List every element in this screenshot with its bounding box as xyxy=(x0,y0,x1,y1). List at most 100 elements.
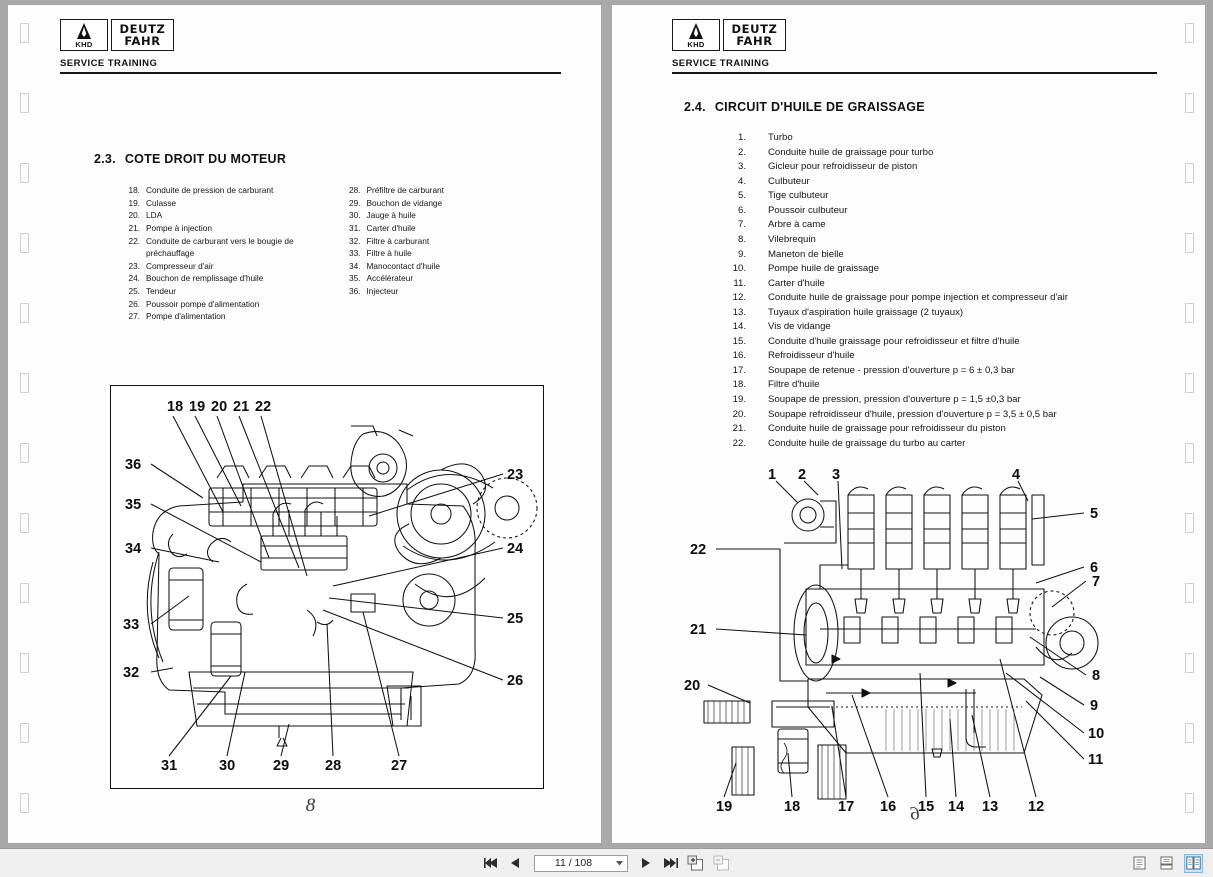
callout-22: 22 xyxy=(690,542,706,558)
khd-mountain-icon xyxy=(77,23,91,39)
item-number: 5. xyxy=(737,190,746,202)
fit-width-icon xyxy=(713,855,729,871)
binder-hole xyxy=(19,653,29,673)
list-item: 7.Arbre à came xyxy=(724,218,1157,233)
binder-hole xyxy=(1184,303,1194,323)
item-number: 18. xyxy=(128,185,140,196)
callout-12: 12 xyxy=(1028,799,1044,815)
list-item: 23.Compresseur d'air xyxy=(120,260,341,273)
list-item: 4.Culbuteur xyxy=(724,175,1157,190)
binder-hole xyxy=(1184,513,1194,533)
last-page-button[interactable] xyxy=(662,855,679,872)
binder-hole xyxy=(19,373,29,393)
binder-hole xyxy=(1184,723,1194,743)
khd-logo: KHD xyxy=(672,19,720,51)
item-number: 8. xyxy=(737,234,746,246)
fit-page-icon xyxy=(687,855,703,871)
item-label: Accélérateur xyxy=(366,273,414,284)
document-page-left[interactable]: KHD DEUTZ FAHR SERVICE TRAINING 2.3. COT… xyxy=(8,5,601,843)
item-number: 20. xyxy=(128,210,140,221)
item-number: 33. xyxy=(348,248,361,259)
callout-10: 10 xyxy=(1088,726,1104,742)
next-page-button[interactable] xyxy=(638,855,655,872)
fit-page-button[interactable] xyxy=(686,854,705,873)
last-page-icon xyxy=(663,858,678,868)
binder-hole xyxy=(19,513,29,533)
binder-hole xyxy=(1184,163,1194,183)
list-item: 13.Tuyaux d'aspiration huile graissage (… xyxy=(724,306,1157,321)
item-label: Soupape refroidisseur d'huile, pression … xyxy=(768,408,1057,420)
engine-right-side-figure: 18 19 20 21 22 36 35 34 33 32 23 24 xyxy=(110,385,544,789)
continuous-page-view-button[interactable] xyxy=(1157,854,1176,873)
callout-18: 18 xyxy=(167,399,183,415)
callout-6: 6 xyxy=(1090,560,1098,576)
list-item: 18.Conduite de pression de carburant xyxy=(120,184,341,197)
item-label: Tendeur xyxy=(146,285,176,296)
callout-17: 17 xyxy=(838,799,854,815)
callout-36: 36 xyxy=(125,457,141,473)
list-item: 15.Conduite d'huile graissage pour refro… xyxy=(724,335,1157,350)
page-navigation-group: 11 / 108 xyxy=(0,854,1213,873)
callout-7: 7 xyxy=(1092,574,1100,590)
deutz-fahr-logo: KHD DEUTZ FAHR xyxy=(60,19,561,51)
document-page-right[interactable]: KHD DEUTZ FAHR SERVICE TRAINING 2.4. CIR… xyxy=(612,5,1205,843)
deutz-label: DEUTZ xyxy=(731,22,778,36)
item-label: Soupape de retenue - pression d'ouvertur… xyxy=(768,364,1015,376)
item-label: Poussoir culbuteur xyxy=(768,204,848,216)
binder-hole xyxy=(19,163,29,183)
list-item: 10.Pompe huile de graissage xyxy=(724,262,1157,277)
callout-15: 15 xyxy=(918,799,934,815)
list-item: 32.Filtre à carburant xyxy=(341,235,562,248)
binder-hole xyxy=(19,443,29,463)
callout-26: 26 xyxy=(507,673,523,689)
list-item: 1.Turbo xyxy=(724,131,1157,146)
item-label: Compresseur d'air xyxy=(146,260,214,271)
printed-page-number-left: 8 xyxy=(305,795,316,816)
item-label: LDA xyxy=(146,210,163,221)
engine-diagram-right: 1 2 3 4 22 21 20 5 6 7 8 9 10 xyxy=(684,467,1104,815)
page-number-select[interactable]: 11 / 108 xyxy=(533,854,628,872)
list-item: 33.Filtre à huile xyxy=(341,247,562,260)
binder-hole xyxy=(19,583,29,603)
binder-hole xyxy=(19,723,29,743)
callout-3: 3 xyxy=(832,467,840,483)
binder-holes-right xyxy=(1181,23,1197,813)
callout-34: 34 xyxy=(125,541,141,557)
binder-hole xyxy=(1184,653,1194,673)
header-rule xyxy=(60,72,561,75)
list-item: 24.Bouchon de remplissage d'huile xyxy=(120,272,341,285)
callout-9: 9 xyxy=(1090,698,1098,714)
item-number: 2. xyxy=(737,146,746,158)
previous-page-button[interactable] xyxy=(507,855,524,872)
item-number: 26. xyxy=(128,298,140,309)
item-number: 30. xyxy=(348,210,361,221)
callout-28: 28 xyxy=(325,758,341,774)
item-number: 3. xyxy=(737,161,746,173)
facing-pages-view-button[interactable] xyxy=(1184,853,1203,873)
parts-column-2: 28.Préfiltre de carburant 29.Bouchon de … xyxy=(341,184,562,323)
item-label: Refroidisseur d'huile xyxy=(768,350,855,362)
single-page-view-button[interactable] xyxy=(1130,854,1149,873)
callout-19: 19 xyxy=(189,399,205,415)
first-page-button[interactable] xyxy=(483,855,500,872)
list-item: 19. Soupape de pression, pression d'ouver… xyxy=(724,393,1157,408)
document-viewport[interactable]: KHD DEUTZ FAHR SERVICE TRAINING 2.3. COT… xyxy=(0,0,1213,848)
callout-20: 20 xyxy=(684,678,700,694)
khd-label: KHD xyxy=(687,40,705,49)
khd-label: KHD xyxy=(75,40,93,49)
item-label: Conduite huile de graissage pour turbo xyxy=(768,146,934,158)
list-item: 11.Carter d'huile xyxy=(724,277,1157,292)
fit-width-button[interactable] xyxy=(712,854,731,873)
item-label: Soupape de pression, pression d'ouvertur… xyxy=(768,394,1021,406)
item-number: 19. xyxy=(732,394,746,406)
binder-hole xyxy=(1184,443,1194,463)
item-label: Pompe huile de graissage xyxy=(768,263,879,275)
callout-4: 4 xyxy=(1012,467,1020,483)
binder-hole xyxy=(19,23,29,43)
chevron-down-icon[interactable] xyxy=(613,860,627,866)
item-number: 20. xyxy=(732,408,746,420)
item-label: Vilebrequin xyxy=(768,234,816,246)
item-label: Conduite huile de graissage pour refroid… xyxy=(768,423,1006,435)
list-item: 21.Pompe à injection xyxy=(120,222,341,235)
binder-hole xyxy=(19,233,29,253)
